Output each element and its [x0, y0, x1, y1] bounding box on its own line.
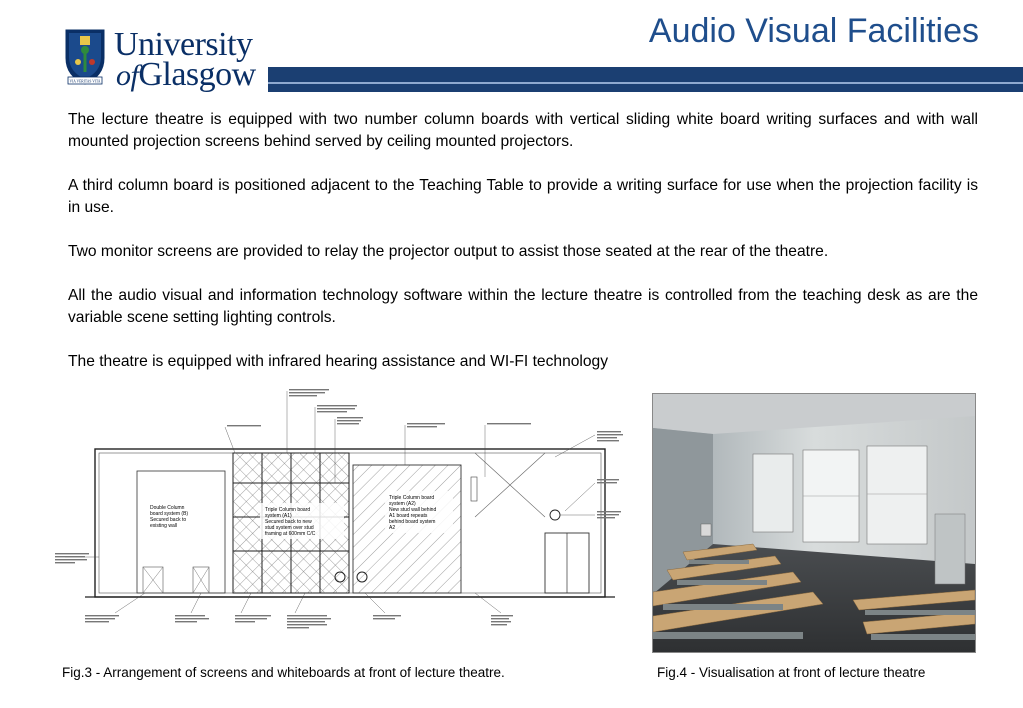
fig3-elevation-drawing: Double Column board system (B) Secured b…	[55, 389, 623, 629]
label-right-board-5: behind board system	[389, 519, 435, 525]
university-logo: VIA VERITAS VITA University ofGlasgow	[64, 26, 264, 93]
label-right-board-1: Triple Column board	[389, 495, 434, 501]
label-right-board-3: New stud wall behind	[389, 507, 436, 513]
logo-line-2: ofGlasgow	[116, 56, 256, 94]
header-bar-stripe	[268, 82, 1023, 84]
label-mid-board-4: stud system over stud	[265, 525, 314, 531]
label-left-board-3: Secured back to	[150, 517, 186, 523]
paragraph: All the audio visual and information tec…	[68, 287, 978, 326]
logo-line-1: University	[114, 26, 253, 63]
page-title: Audio Visual Facilities	[648, 12, 979, 50]
fig3-caption: Fig.3 - Arrangement of screens and white…	[62, 665, 505, 680]
label-left-board-4: existing wall	[150, 523, 177, 529]
label-left-board-1: Double Column	[150, 505, 185, 511]
logo-of: of	[116, 59, 139, 92]
paragraph: A third column board is positioned adjac…	[68, 177, 978, 216]
label-right-board-4: A1 board repeats	[389, 513, 428, 519]
label-mid-board-1: Triple Column board	[265, 507, 310, 513]
header-bar	[268, 67, 1023, 92]
paragraph: Two monitor screens are provided to rela…	[68, 243, 829, 260]
fig4-visualisation-image	[652, 393, 976, 653]
crest-icon: VIA VERITAS VITA	[65, 29, 105, 85]
logo-motto: VIA VERITAS VITA	[69, 80, 100, 84]
paragraph: The lecture theatre is equipped with two…	[68, 111, 978, 150]
body-text: The lecture theatre is equipped with two…	[68, 109, 978, 395]
label-right-board-2: system (A2)	[389, 501, 416, 507]
label-mid-board-2: system (A1)	[265, 513, 292, 519]
label-left-board-2: board system (B)	[150, 511, 188, 517]
paragraph: The theatre is equipped with infrared he…	[68, 353, 609, 370]
label-right-board-6: A2	[389, 525, 395, 531]
logo-glasgow: Glasgow	[138, 56, 256, 93]
fig4-caption: Fig.4 - Visualisation at front of lectur…	[657, 665, 926, 680]
label-mid-board-3: Secured back to new	[265, 519, 312, 525]
label-mid-board-5: framing at 600mm C/C	[265, 531, 316, 537]
